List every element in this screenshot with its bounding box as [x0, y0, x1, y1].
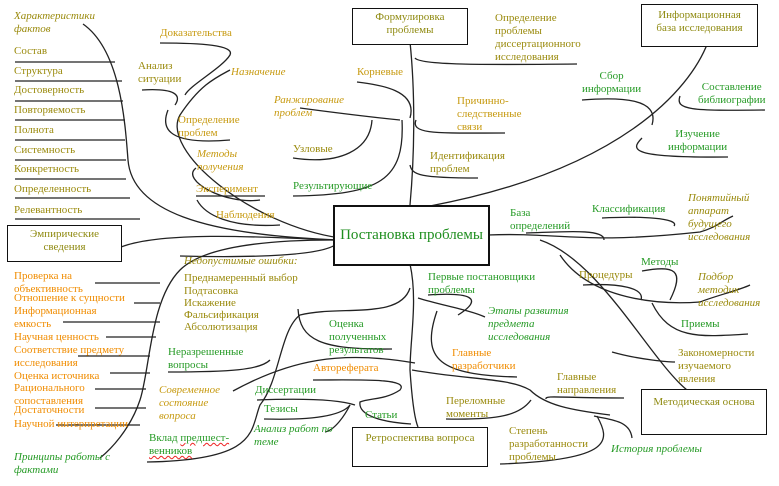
theses-label: Тезисы — [264, 403, 298, 415]
unresolved-label: Неразрешенные вопросы — [168, 346, 244, 371]
contribution-text: предшест- — [180, 432, 230, 444]
dissertations-label: Диссертации — [255, 384, 317, 396]
turning-points-label: Переломные моменты — [446, 395, 506, 420]
principle-item: Научная ценность — [14, 331, 99, 343]
observation-label: Наблюдения — [216, 209, 275, 221]
fact-item: Определенность — [14, 183, 92, 195]
identification-label: Идентификация проблем — [430, 150, 505, 175]
fact-item: Релевантность — [14, 204, 83, 216]
root-label: Корневые — [357, 66, 404, 78]
retrospective-box[interactable]: Ретроспектива вопроса — [352, 427, 488, 467]
current-state-label: Современное состояние вопроса — [159, 384, 220, 422]
procedures-label: Процедуры — [579, 269, 633, 281]
history-title: История проблемы — [611, 443, 702, 455]
fact-item: Системность — [14, 144, 76, 156]
empirical-box[interactable]: Эмпирические сведения — [7, 225, 122, 262]
error-item: Искажение — [184, 297, 236, 309]
evaluation-label: Оценка полученных результатов — [329, 318, 387, 356]
developers-label: Главные разработчики — [452, 347, 516, 372]
collect-info-label: Сбор информации — [582, 70, 642, 95]
fact-item: Достоверность — [14, 84, 85, 96]
works-analysis-label: Анализ работ по теме — [254, 423, 333, 448]
methods-label: Методы — [641, 256, 679, 268]
contribution-label: Вклад предшест-венников — [149, 432, 229, 458]
classification-label: Классификация — [592, 203, 666, 215]
errors-title: Недопустимые ошибки: — [184, 255, 298, 267]
study-info-label: Изучение информации — [668, 128, 728, 153]
error-item: Преднамеренный выбор — [184, 272, 298, 284]
principle-item: Отношение к сущности — [14, 292, 125, 304]
principle-item: Научной интерпретации — [14, 418, 129, 430]
connector — [82, 23, 341, 241]
degree-label: Степень разработанности проблемы — [509, 425, 589, 463]
fact-item: Полнота — [14, 124, 54, 136]
laws-label: Закономерности изучаемого явления — [678, 347, 755, 385]
error-item: Абсолютизация — [184, 321, 258, 333]
principle-item: Оценка источника — [14, 370, 100, 382]
contribution-text: Вклад — [149, 432, 181, 444]
principle-item: Информационная емкость — [14, 305, 97, 330]
fact-item: Состав — [14, 45, 48, 57]
proof-label: Доказательства — [160, 27, 232, 39]
formulation-box[interactable]: Формулировка проблемы — [352, 8, 468, 45]
central-topic-box[interactable]: Постановка проблемы — [333, 205, 490, 266]
method-box[interactable]: Методическая основа — [641, 389, 767, 435]
techniques-label: Приемы — [681, 318, 720, 330]
infobase-box[interactable]: Информационная база исследования — [641, 4, 758, 47]
principle-item: Проверка на объективность — [14, 270, 83, 295]
dissertation-problem-label: Определение проблемы диссертационного ис… — [495, 12, 581, 63]
stages-label: Этапы развития предмета исследования — [488, 305, 569, 343]
facts-title: Характеристики фактов — [14, 10, 96, 35]
experiment-label: Эксперимент — [196, 183, 258, 195]
situation-analysis-label: Анализ ситуации — [138, 60, 182, 85]
causal-links-label: Причинно- следственные связи — [457, 95, 522, 133]
ranking-label: Ранжирование проблем — [274, 94, 345, 119]
principle-item: Соответствие предмету исследования — [14, 344, 125, 369]
fact-item: Конкретность — [14, 163, 80, 175]
first-authors-label: Первые постановщики проблемы — [428, 271, 536, 296]
conceptual-apparatus-label: Понятийный аппарат будущего исследования — [688, 192, 751, 243]
problem-definition-label: Определение проблем — [178, 114, 240, 139]
error-item: Фальсификация — [184, 309, 259, 321]
nodal-label: Узловые — [293, 143, 333, 155]
methods-obtaining-label: Методы получения — [197, 148, 244, 173]
principles-title: Принципы работы с фактами — [14, 451, 111, 476]
purpose-label: Назначение — [231, 66, 286, 78]
directions-label: Главные направления — [557, 371, 617, 396]
principle-item: Достаточности — [14, 404, 85, 416]
method-selection-label: Подбор методик исследования — [698, 271, 761, 309]
error-item: Подтасовка — [184, 285, 239, 297]
abstracts-label: Автореферата — [313, 362, 379, 374]
contribution-text: венников — [149, 445, 193, 457]
definitions-base-label: База определений — [510, 207, 571, 232]
principle-item: Рационального сопоставления — [14, 382, 85, 407]
bibliography-label: Составление библиографии — [698, 81, 766, 106]
articles-label: Статьи — [365, 409, 398, 421]
resulting-label: Результирующие — [293, 180, 373, 192]
fact-item: Структура — [14, 65, 63, 77]
fact-item: Повторяемость — [14, 104, 86, 116]
